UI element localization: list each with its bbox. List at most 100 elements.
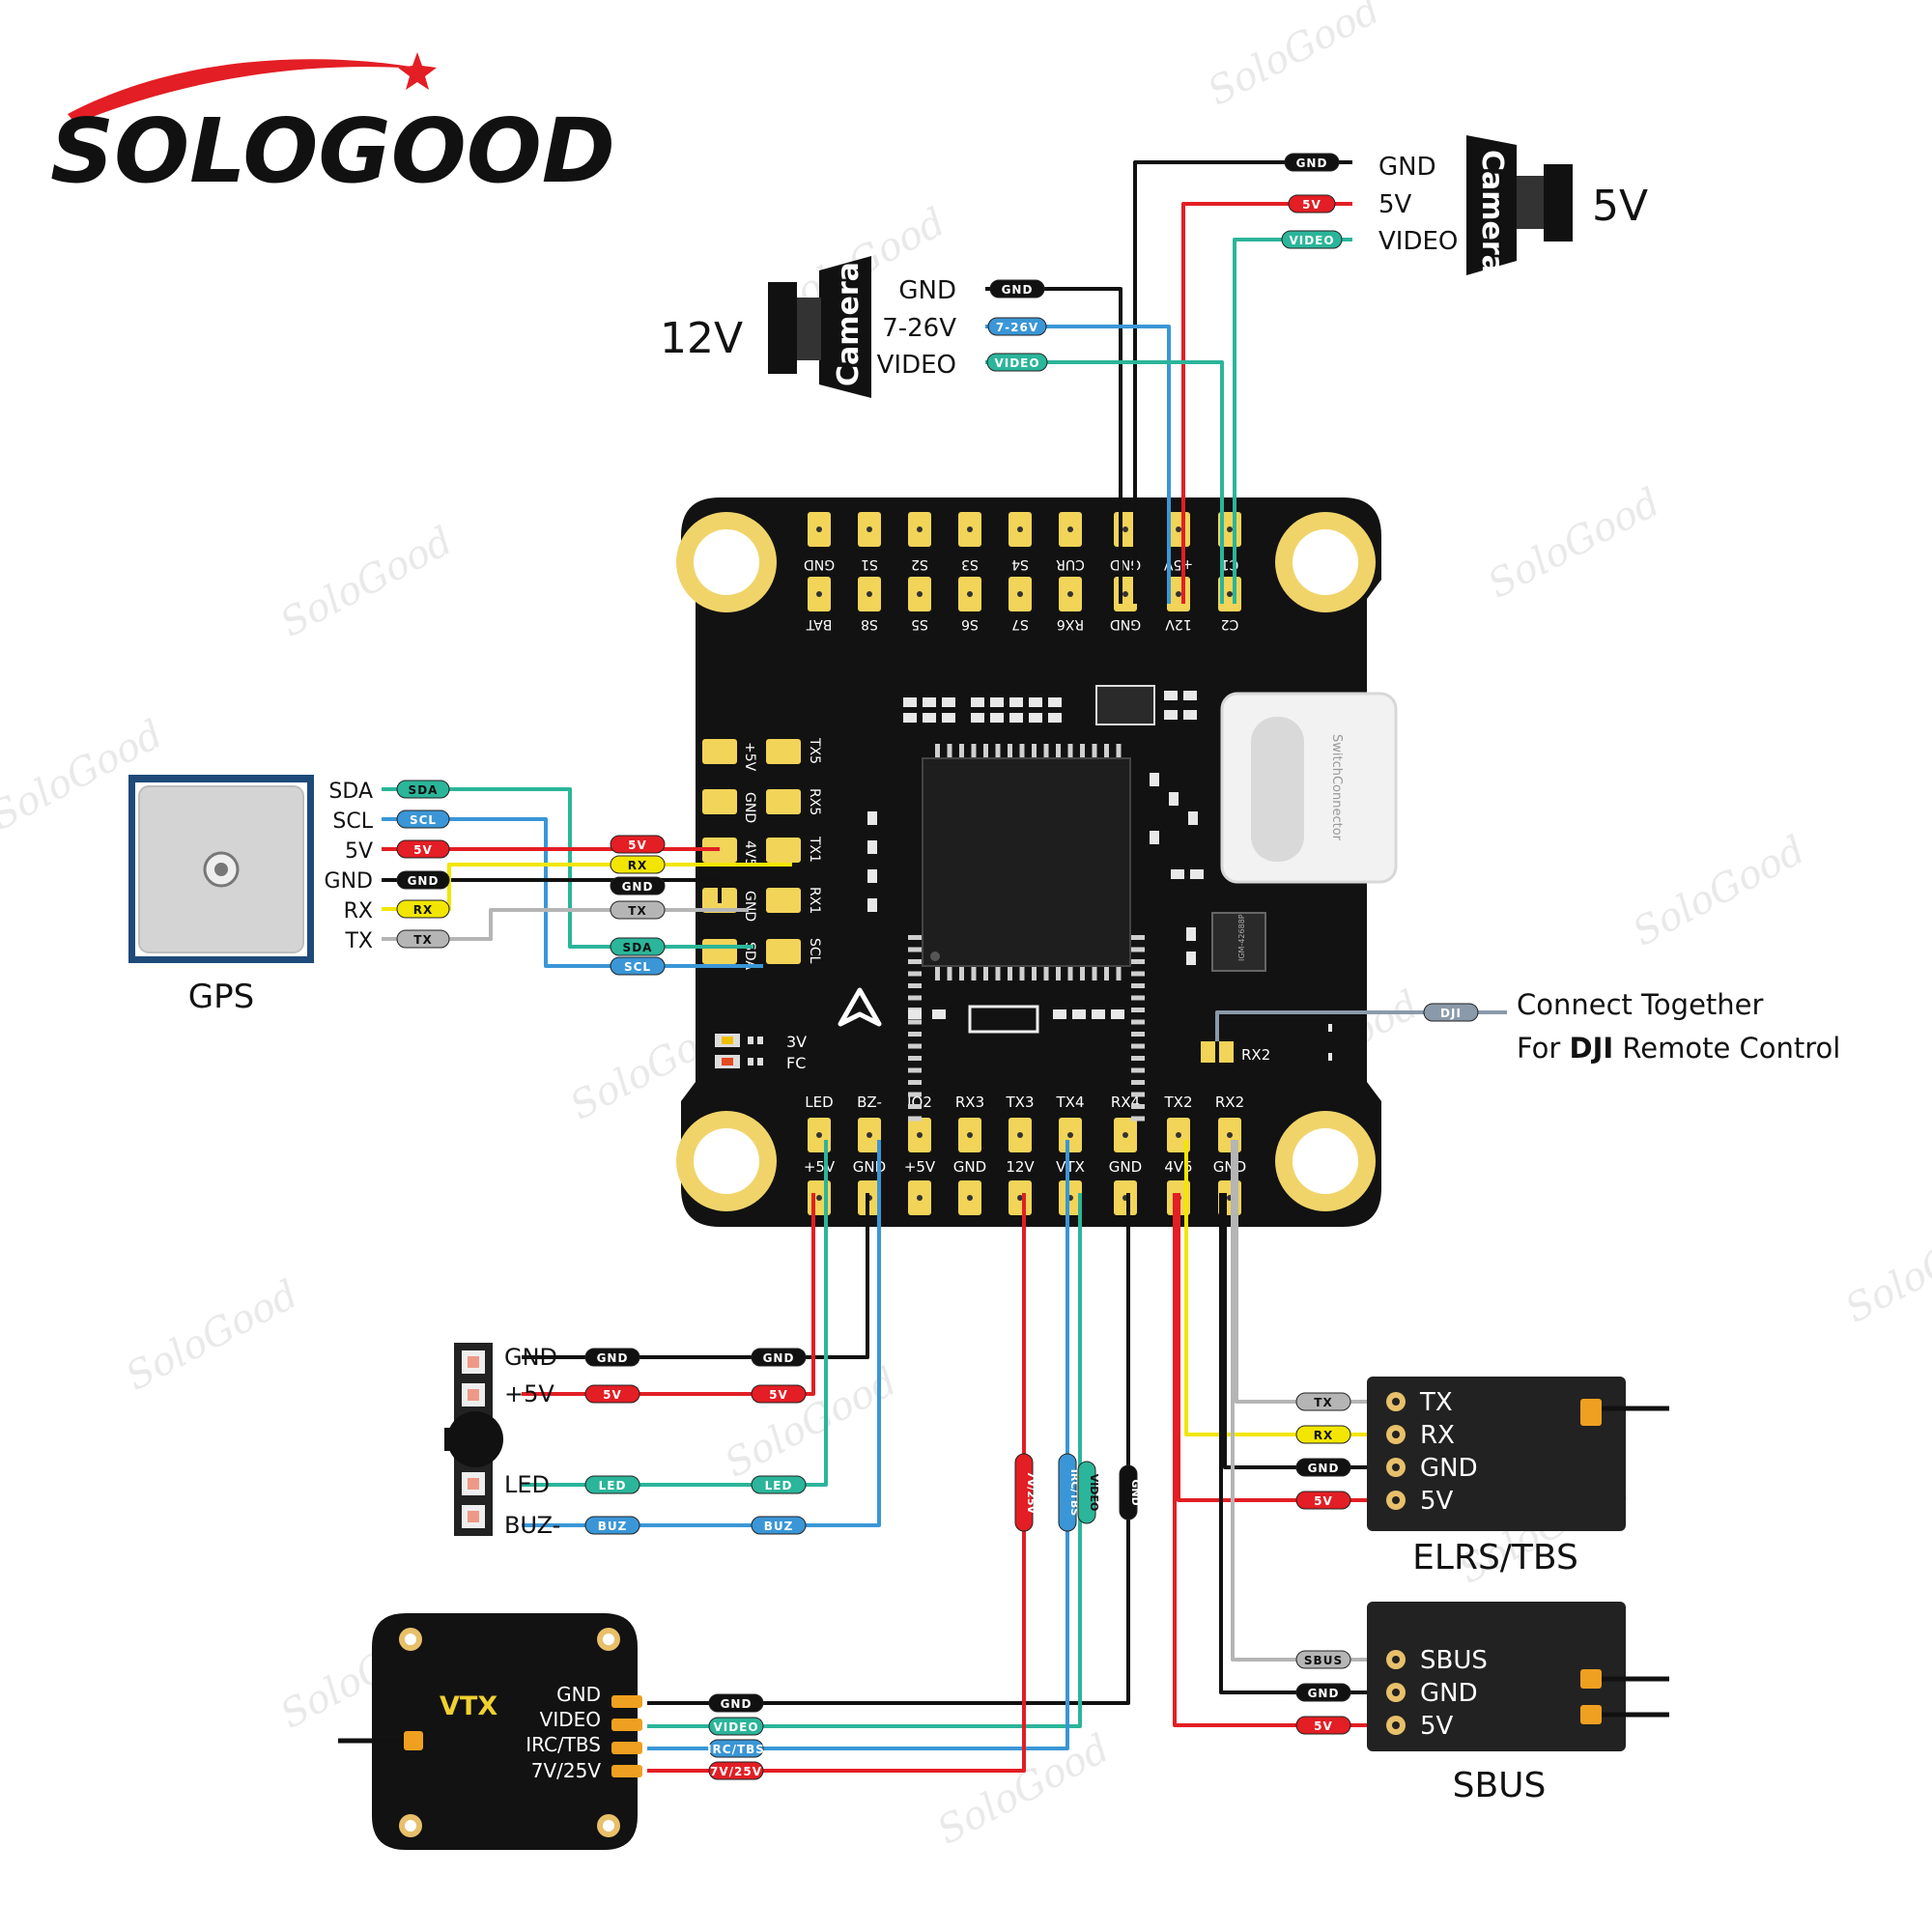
svg-text:GND: GND	[1002, 283, 1034, 297]
mcu-chip	[908, 744, 1145, 1122]
camera-5v: Camera 5V GND 5V VIDEO	[1378, 135, 1648, 275]
wire-cam5v-gnd	[1133, 160, 1352, 604]
wire-gps-gnd	[382, 878, 722, 903]
watermark: SoloGood	[1481, 480, 1667, 608]
led-module-pin-5v: +5V	[504, 1380, 554, 1407]
vtx-title: VTX	[440, 1691, 497, 1721]
usb-c-port[interactable]: SwitchConnector	[1220, 692, 1398, 884]
vtx-pin-video: VIDEO	[540, 1708, 601, 1731]
fc-bottom-pad-label: 4V5	[1164, 1158, 1192, 1176]
fc-top-pad-label: C2	[1221, 616, 1239, 632]
wire-tag: GND	[610, 876, 666, 895]
fc-bottom-pad-label: 12V	[1006, 1158, 1035, 1176]
svg-text:GND: GND	[622, 880, 654, 894]
wire-tag: 5V	[396, 839, 450, 859]
usb-brand-text: SwitchConnector	[1329, 734, 1344, 841]
wire-tag: SDA	[610, 937, 666, 956]
wire-tag: RX	[610, 855, 666, 874]
wire-tag: GND	[708, 1693, 764, 1713]
sologood-logo: SOLOGOOD	[50, 52, 615, 203]
svg-text:RX: RX	[628, 859, 648, 872]
fc-top-pad-label: S7	[1011, 616, 1029, 632]
svg-text:5V: 5V	[628, 838, 647, 852]
watermark: SoloGood	[273, 519, 460, 646]
led-buzzer-module: GND +5V LED BUZ-	[444, 1343, 560, 1539]
elrs-pin-tx: TX	[1419, 1388, 1453, 1417]
wire-tag: GND	[396, 870, 450, 890]
led-module-pin-led: LED	[504, 1471, 550, 1498]
fc-bottom-pad-label: +5V	[804, 1158, 836, 1176]
elrs-pin-5v: 5V	[1420, 1487, 1454, 1516]
svg-text:TX: TX	[628, 904, 646, 918]
rx2-dji-pad[interactable]: RX2	[1201, 1041, 1270, 1064]
wire-tag: VIDEO	[1281, 230, 1343, 249]
svg-text:VIDEO: VIDEO	[713, 1720, 758, 1734]
svg-text:VIDEO: VIDEO	[1289, 234, 1334, 247]
fc-pad[interactable]	[766, 789, 801, 814]
fc-pad[interactable]	[766, 838, 801, 863]
camera-12v-pin-gnd: GND	[898, 276, 956, 305]
fc-pad[interactable]	[702, 739, 737, 764]
svg-text:SBUS: SBUS	[1304, 1654, 1343, 1667]
led-module-pin-gnd: GND	[504, 1344, 557, 1371]
vtx-pin-gnd: GND	[556, 1683, 601, 1706]
fc-pad[interactable]	[702, 939, 737, 964]
fc-pad[interactable]	[766, 888, 801, 913]
sbus-pin-signal: SBUS	[1420, 1646, 1488, 1675]
fc-left-pad-label: RX5	[807, 788, 822, 815]
elrs-receiver: TX RX GND 5V ELRS/TBS	[1367, 1377, 1669, 1577]
wire-tag: GND	[1119, 1464, 1142, 1520]
svg-text:TX: TX	[1314, 1396, 1332, 1409]
wire-vtx-power	[647, 1193, 1026, 1773]
wire-tag: 5V	[610, 835, 666, 854]
led-3v-label: 3V	[786, 1033, 807, 1051]
fc-left-pad-label: SCL	[807, 938, 822, 964]
fc-bottom-pad-label: GND	[853, 1158, 886, 1176]
wire-tags: GND5VVIDEOGND7-26VVIDEOSDASCL5VGNDRXTX5V…	[396, 153, 1479, 1780]
svg-text:5V: 5V	[1314, 1719, 1333, 1733]
wire-tag: LED	[584, 1475, 640, 1494]
mounting-holes	[676, 512, 1376, 1211]
wire-vtx-gnd	[647, 1193, 1130, 1705]
fc-bottom-pad-label: RX2	[1215, 1094, 1244, 1111]
wire-tag: GND	[1295, 1683, 1351, 1702]
fc-left-pad-label: RX1	[807, 887, 822, 914]
imu-chip: IGM-42688P	[1211, 912, 1266, 972]
gps-title: GPS	[188, 978, 254, 1016]
svg-text:GND: GND	[408, 874, 440, 888]
logo-wordmark: SOLOGOOD	[50, 99, 615, 203]
wire-tag: TX	[1295, 1392, 1351, 1411]
fc-bottom-pad-label: LED	[805, 1094, 833, 1111]
watermark: SoloGood	[1201, 0, 1387, 115]
fc-left-pad-label: 4V5	[742, 840, 757, 867]
fc-top-pad-label: RX6	[1057, 616, 1084, 632]
svg-text:VIDEO: VIDEO	[994, 356, 1039, 370]
dji-note: Connect Together For DJI Remote Control	[1517, 988, 1840, 1065]
camera-5v-body-label: Camera	[1475, 150, 1509, 274]
fc-bottom-pad-label: BZ-	[857, 1094, 882, 1111]
svg-text:IRC/TBS: IRC/TBS	[707, 1743, 765, 1756]
fc-bottom-pad-label: GND	[953, 1158, 986, 1176]
fc-left-pad-label: GND	[742, 792, 757, 823]
fc-pad[interactable]	[766, 739, 801, 764]
fc-left-pad-label: TX1	[807, 836, 822, 863]
fc-top-pad-label: +5V	[1163, 556, 1193, 572]
svg-text:GND: GND	[721, 1697, 753, 1711]
gps-module: GPS SDA SCL 5V GND RX TX	[128, 775, 374, 1016]
flight-controller: GNDBATLED+5VS1S8BZ-GNDS2S5IO2+5VS3S6RX3G…	[676, 497, 1398, 1227]
fc-pad[interactable]	[766, 939, 801, 964]
sbus-pin-5v: 5V	[1420, 1712, 1454, 1741]
camera-12v-pin-video: VIDEO	[877, 351, 956, 380]
dji-note-line1: Connect Together	[1517, 988, 1763, 1021]
gps-pin-sda: SDA	[328, 780, 373, 804]
fc-left-pad-label: SDA	[742, 942, 757, 970]
wire-tag: SBUS	[1295, 1650, 1351, 1669]
fc-bottom-pad-label: TX2	[1164, 1094, 1193, 1111]
buzzer-icon	[447, 1411, 503, 1467]
wire-buzzer	[522, 1140, 881, 1527]
wire-tag: 5V	[1295, 1491, 1351, 1510]
fc-pad[interactable]	[702, 789, 737, 814]
svg-text:RX: RX	[413, 903, 434, 917]
svg-text:GND: GND	[597, 1351, 629, 1365]
svg-text:5V: 5V	[603, 1388, 622, 1402]
